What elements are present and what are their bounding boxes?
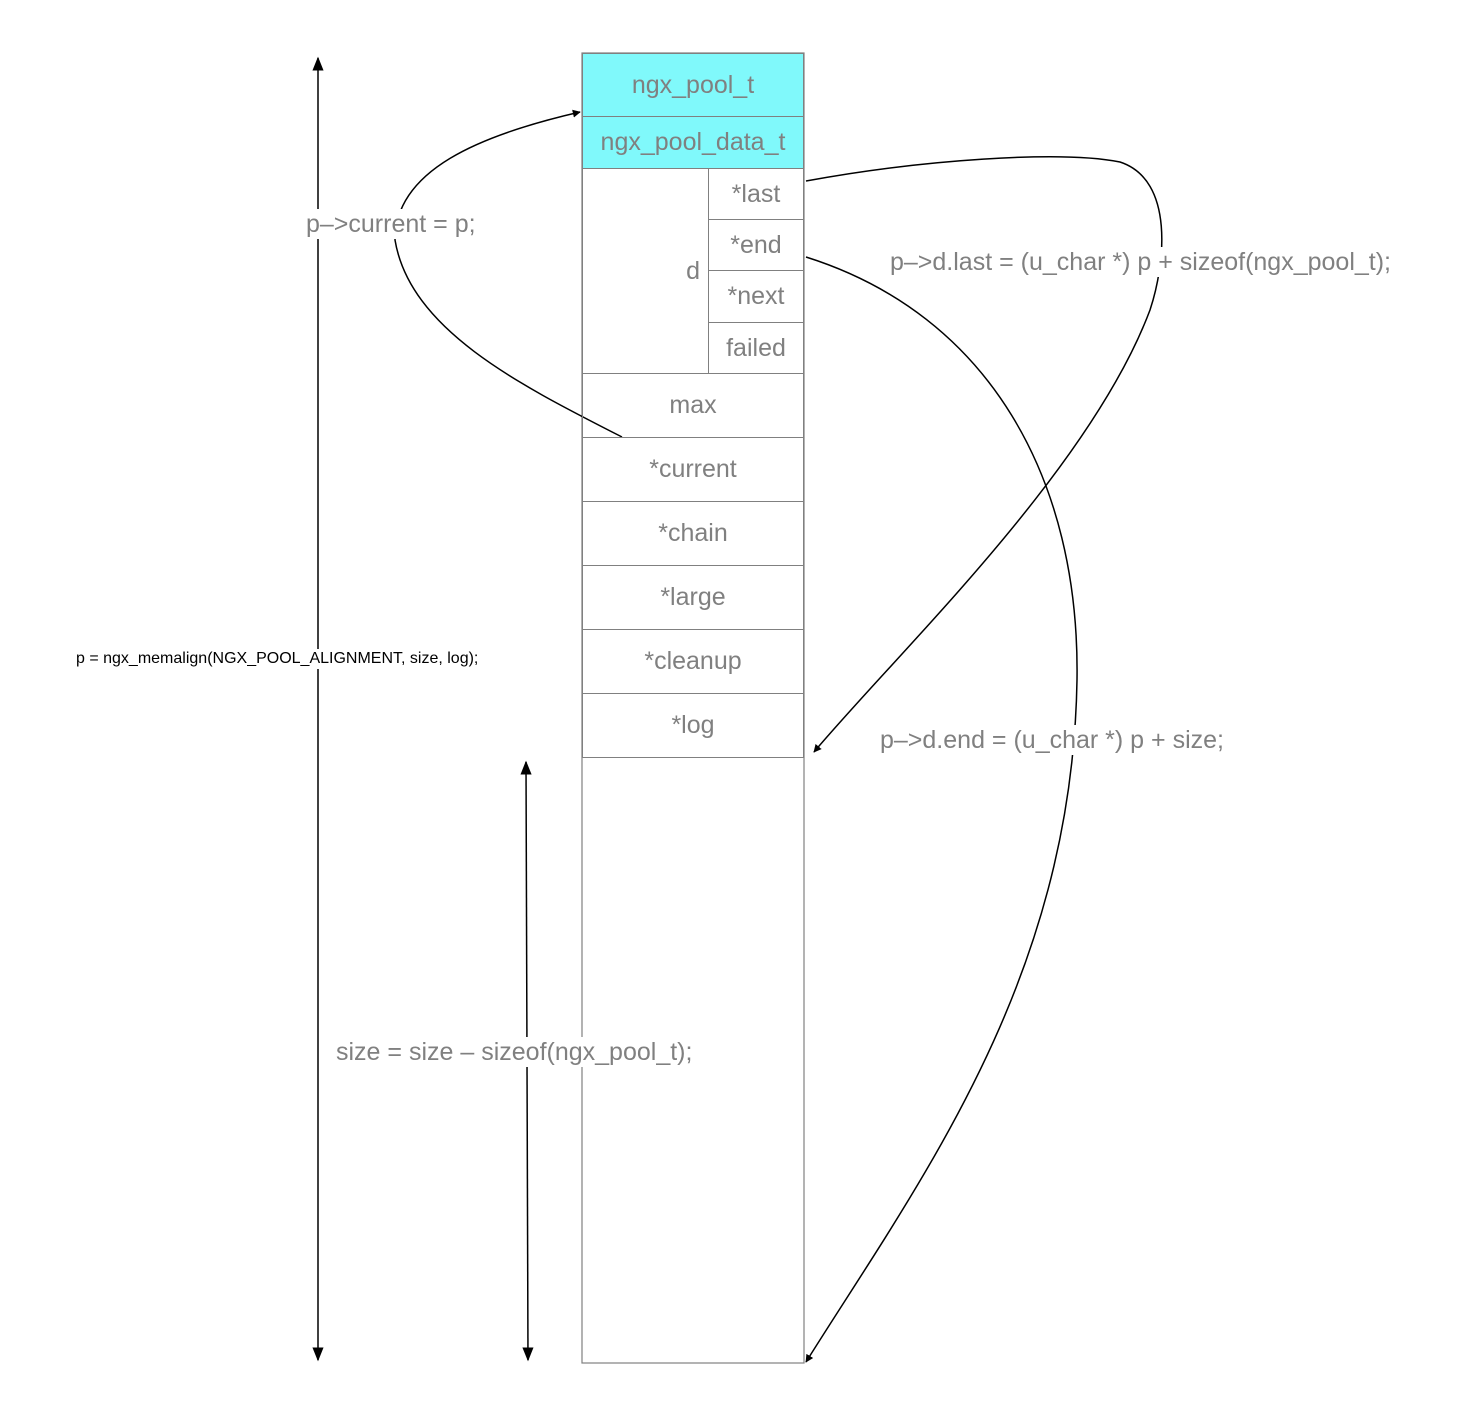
- annotation-d-end: p–>d.end = (u_char *) p + size;: [876, 725, 1228, 755]
- d-field-end: *end: [708, 219, 804, 271]
- current-self-arrow: [394, 109, 623, 438]
- d-end-arrow: [805, 256, 1078, 1363]
- field-log: *log: [582, 693, 804, 758]
- annotation-memalign: p = ngx_memalign(NGX_POOL_ALIGNMENT, siz…: [74, 649, 481, 669]
- field-large: *large: [582, 565, 804, 630]
- d-field-last: *last: [708, 168, 804, 220]
- annotation-current: p–>current = p;: [302, 209, 480, 239]
- d-group: d: [582, 168, 709, 374]
- field-max: max: [582, 373, 804, 438]
- annotation-size: size = size – sizeof(ngx_pool_t);: [332, 1037, 697, 1067]
- d-field-failed: failed: [708, 322, 804, 374]
- field-cleanup: *cleanup: [582, 629, 804, 694]
- ngx-pool-t-header: ngx_pool_t: [582, 53, 804, 117]
- d-label: d: [686, 256, 700, 285]
- d-field-next: *next: [708, 270, 804, 323]
- ngx-pool-data-t-header: ngx_pool_data_t: [582, 116, 804, 169]
- annotation-d-last: p–>d.last = (u_char *) p + sizeof(ngx_po…: [886, 247, 1395, 277]
- field-current: *current: [582, 437, 804, 502]
- field-chain: *chain: [582, 501, 804, 566]
